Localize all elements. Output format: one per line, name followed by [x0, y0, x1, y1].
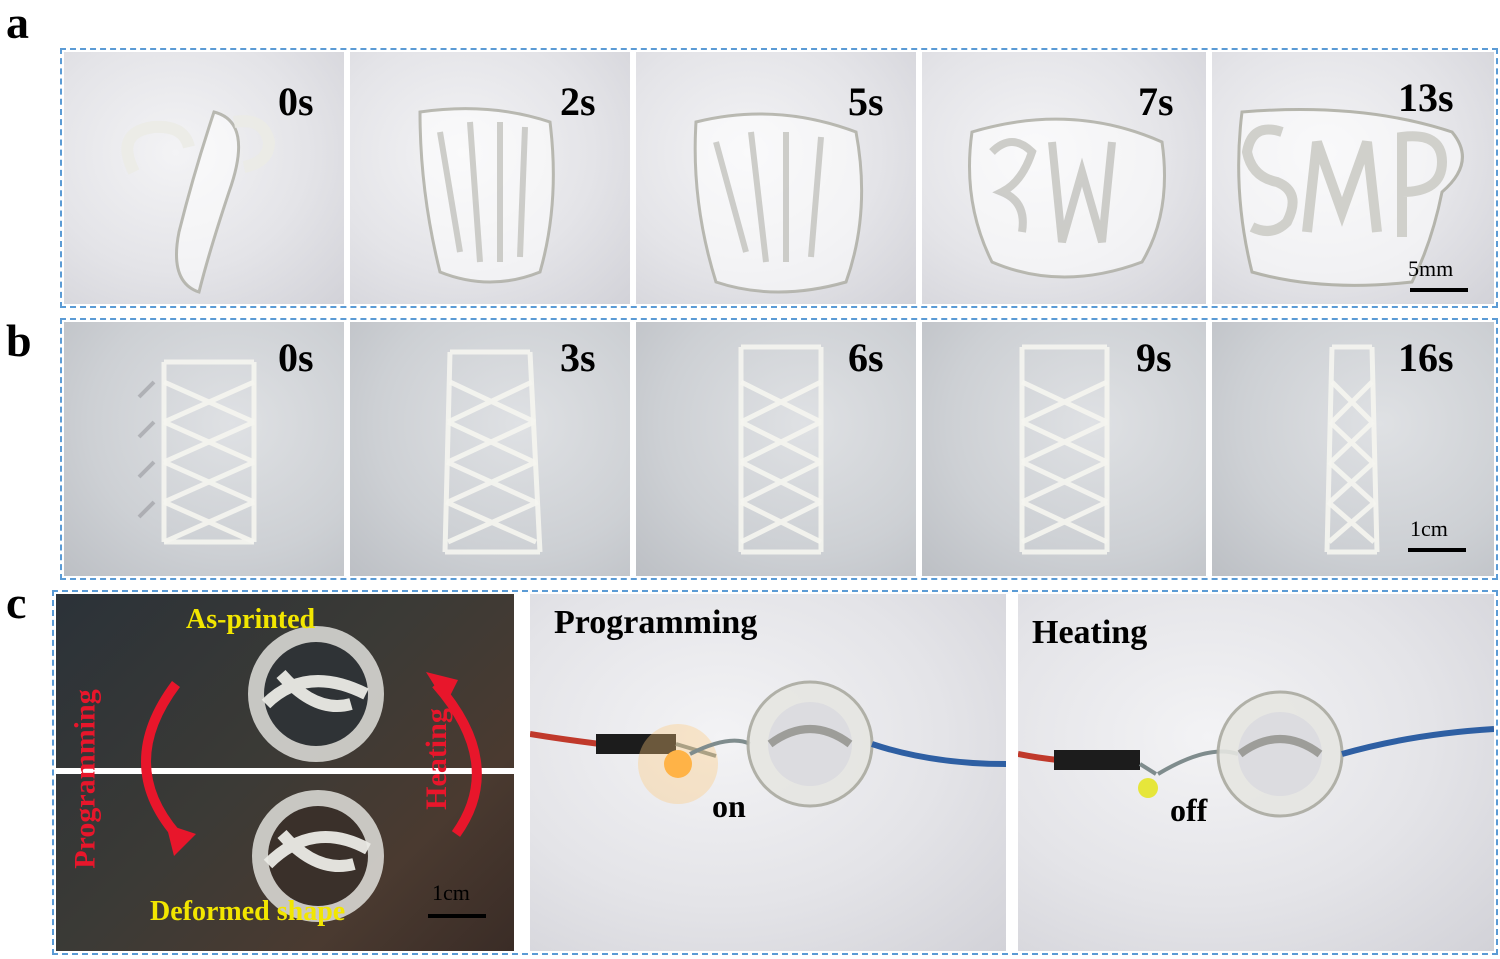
panel-b-photo-4: 9s: [922, 322, 1206, 576]
stent-lattice-image: [137, 359, 257, 545]
ring-and-arrows-image: [141, 626, 482, 922]
as-printed-ring: [248, 626, 384, 762]
panel-a-photo-2: 2s: [350, 52, 630, 304]
deformed-shape-label: Deformed shape: [150, 896, 346, 927]
panel-c-programming-photo: Programming on: [530, 594, 1006, 951]
photo-divider: [56, 768, 514, 774]
panel-c-frame: [52, 590, 1498, 955]
led-circuit-off-image: [1018, 690, 1494, 818]
cycle-arrows: [141, 680, 482, 838]
scale-bar-label: 5mm: [1408, 256, 1454, 281]
scale-bar: [428, 914, 486, 918]
smp-letters-image: [693, 112, 864, 294]
panel-b-letter: b: [6, 315, 32, 366]
stent-lattice-image: [1324, 344, 1380, 555]
scale-bar: [1408, 548, 1466, 552]
panel-a-letter: a: [6, 0, 29, 48]
panel-b-photo-1: 0s: [64, 322, 344, 576]
scale-bar: [1410, 288, 1468, 292]
stent-lattice-image: [738, 344, 824, 555]
time-label: 0s: [278, 79, 314, 124]
programming-title: Programming: [554, 604, 758, 641]
smp-letters-image: [968, 117, 1166, 279]
time-label: 16s: [1398, 335, 1454, 380]
heating-title: Heating: [1032, 614, 1148, 651]
scale-bar-label: 1cm: [1410, 516, 1448, 541]
time-label: 6s: [848, 335, 884, 380]
time-label: 2s: [560, 79, 596, 124]
heating-arrow-label: Heating: [419, 708, 453, 810]
panel-a-photo-3: 5s: [636, 52, 916, 304]
stent-lattice-image: [442, 349, 543, 555]
deformed-ring: [252, 790, 384, 922]
panel-b-frame: [60, 318, 1498, 580]
stent-lattice-image: [1019, 344, 1110, 555]
panel-c-letter: c: [6, 577, 27, 628]
time-label: 0s: [278, 335, 314, 380]
time-label: 9s: [1136, 335, 1172, 380]
time-label: 7s: [1138, 79, 1174, 124]
panel-a-photo-5: 13s 5mm: [1212, 52, 1494, 304]
time-label: 13s: [1398, 75, 1454, 120]
led: [1138, 778, 1158, 798]
led: [664, 750, 692, 778]
as-printed-label: As-printed: [186, 604, 316, 635]
smp-letters-image: [121, 110, 276, 294]
panel-b-photo-5: 16s 1cm: [1212, 322, 1494, 576]
time-label: 3s: [560, 335, 596, 380]
smp-letters-image: [1237, 108, 1464, 287]
programming-arrow-label: Programming: [68, 689, 102, 869]
smp-letters-image: [418, 107, 555, 284]
panel-b-photo-3: 6s: [636, 322, 916, 576]
panel-c-shape-memory-photo: As-printed Deformed shape Programming He…: [56, 594, 514, 951]
led-state-label: on: [712, 788, 746, 824]
panel-b-photo-2: 3s: [350, 322, 630, 576]
panel-c-heating-photo: Heating off: [1018, 594, 1494, 951]
panel-a-photo-4: 7s: [922, 52, 1206, 304]
panel-a-frame: [60, 48, 1498, 308]
panel-a-photo-1: 0s: [64, 52, 344, 304]
scale-bar-label: 1cm: [432, 880, 470, 905]
led-state-label: off: [1170, 792, 1208, 828]
time-label: 5s: [848, 79, 884, 124]
led-circuit-on-image: [530, 680, 1006, 808]
